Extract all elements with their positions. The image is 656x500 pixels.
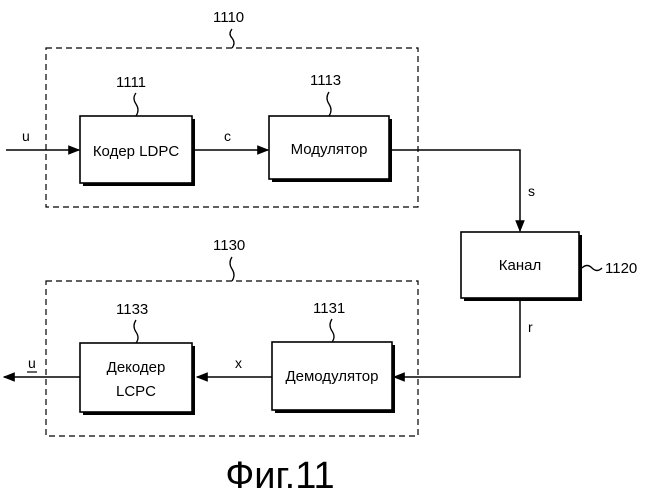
receiver-ref-label: 1130	[213, 237, 245, 254]
transmitter-ref-label: 1110	[213, 9, 244, 26]
decoder-block	[80, 343, 192, 412]
input-u-label: u	[22, 128, 30, 144]
decoder-ref: 1133	[116, 301, 148, 318]
output-u-label: u	[28, 355, 36, 371]
transmitter-ref-leader	[230, 29, 234, 48]
modulator-ref-leader	[327, 92, 331, 116]
demodulated-x-label: x	[235, 355, 242, 371]
ldpc-encoder-ref: 1111	[116, 74, 146, 91]
received-r-arrow	[394, 301, 520, 377]
figure-caption: Фиг.11	[225, 455, 334, 497]
decoder-label-line1: Декодер	[107, 359, 166, 376]
modulator-label: Модулятор	[291, 141, 368, 158]
ldpc-encoder-label: Кодер LDPC	[93, 143, 180, 160]
channel-label: Канал	[499, 257, 541, 274]
channel-ref: 1120	[605, 260, 637, 277]
demodulator-label: Демодулятор	[285, 368, 378, 385]
transmitted-s-label: s	[528, 183, 535, 199]
channel-ref-leader	[582, 266, 602, 271]
decoder-label-line2: LCPC	[116, 383, 156, 400]
receiver-ref-leader	[230, 257, 234, 281]
demodulator-ref-leader	[330, 319, 334, 342]
received-r-label: r	[528, 319, 533, 335]
transmitted-s-arrow	[392, 150, 520, 231]
demodulator-ref: 1131	[313, 300, 345, 317]
modulator-ref: 1113	[310, 72, 341, 89]
ldpc-encoder-ref-leader	[134, 93, 138, 116]
decoder-ref-leader	[134, 320, 138, 343]
codeword-c-label: c	[224, 128, 231, 144]
